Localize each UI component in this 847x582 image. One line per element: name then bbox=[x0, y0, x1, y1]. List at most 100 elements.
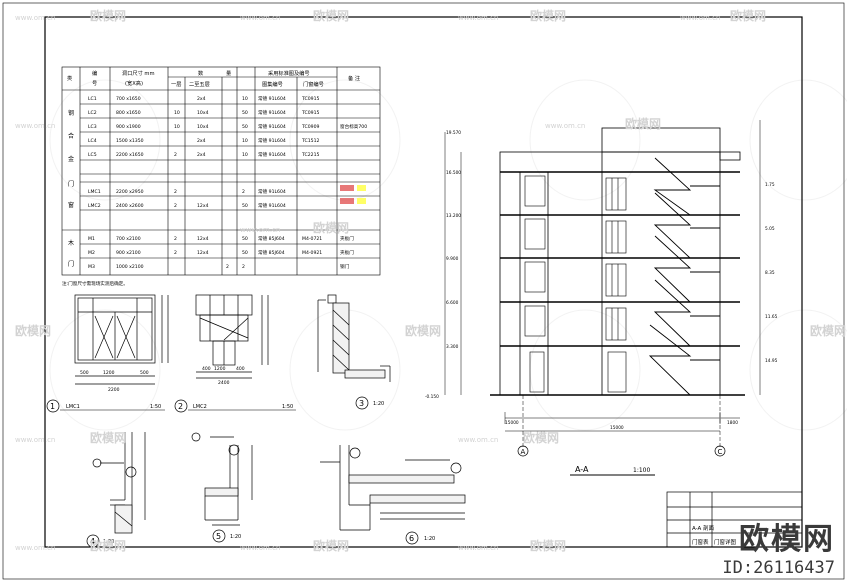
schedule-cell-std: M4-0921 bbox=[302, 250, 322, 256]
cat-window-3: 金 bbox=[68, 155, 74, 163]
d4-scale: 1:20 bbox=[103, 539, 114, 545]
schedule-cell-code: M2 bbox=[88, 250, 95, 256]
axis-a-label: A bbox=[521, 448, 526, 456]
d4-num: 4 bbox=[90, 537, 95, 546]
detail-5 bbox=[191, 432, 253, 526]
stair-level-4: 11.65 bbox=[765, 314, 778, 320]
schedule-cell-total: 50 bbox=[242, 203, 248, 209]
schedule-cell-f1: 2 bbox=[174, 236, 177, 242]
watermark-urls: www.om.cn www.om.cn www.om.cn www.om.cn … bbox=[15, 14, 720, 552]
cat-window-4: 门 bbox=[68, 180, 74, 188]
schedule-cell-code: LC1 bbox=[88, 96, 97, 102]
schedule-cell-size: 700 x2100 bbox=[116, 236, 141, 242]
watermark-url: www.om.cn bbox=[545, 122, 585, 130]
schedule-cell-atlas: 常德 91L604 bbox=[258, 137, 286, 144]
schedule-cell-code: LC4 bbox=[88, 138, 97, 144]
detail-4-label: 4 1:20 bbox=[86, 534, 114, 548]
watermark-url: www.om.cn bbox=[15, 544, 55, 552]
watermark-text: 欧模网 bbox=[530, 538, 566, 553]
schedule-cell-code: LMC1 bbox=[88, 189, 101, 195]
detail-3-label: 3 1:20 bbox=[355, 396, 384, 410]
schedule-cell-f23: 10x4 bbox=[197, 110, 209, 116]
schedule-cell-f1: 2 bbox=[174, 152, 177, 158]
watermark-brand: 欧模网 bbox=[739, 522, 835, 557]
inner-border bbox=[44, 16, 803, 548]
schedule-cell-code: M3 bbox=[88, 264, 95, 270]
detail-4 bbox=[92, 432, 146, 534]
watermark-text: 欧模网 bbox=[15, 323, 51, 338]
detail-1-label: 1 LMC1 1:50 bbox=[46, 399, 165, 413]
schedule-cell-std: TC1512 bbox=[301, 138, 320, 144]
title-block bbox=[666, 491, 803, 548]
d1-scale: 1:50 bbox=[150, 404, 161, 410]
schedule-cell-size: 2200 x1650 bbox=[116, 152, 144, 158]
watermark-url: www.om.cn bbox=[240, 14, 280, 22]
watermark-text: 欧模网 bbox=[313, 538, 349, 553]
watermark-text: 欧模网 bbox=[523, 430, 559, 445]
section-aa bbox=[444, 120, 761, 447]
hdr-size: 洞口尺寸 mm bbox=[122, 69, 155, 77]
tb-row1: A-A 剖面 bbox=[692, 524, 715, 532]
red-mark bbox=[340, 185, 354, 191]
schedule-cell-f1: 2 bbox=[174, 250, 177, 256]
cat-window-5: 窗 bbox=[68, 201, 74, 209]
schedule-cell-atlas: 常德 91L604 bbox=[258, 123, 286, 130]
schedule-cell-size: 700 x1650 bbox=[116, 96, 141, 102]
level-2: 6.600 bbox=[446, 300, 459, 306]
watermark-url: www.om.cn bbox=[15, 436, 55, 444]
hdr-count1: 数 bbox=[198, 69, 204, 77]
watermark-text: 欧模网 bbox=[530, 8, 566, 23]
hdr-code: 门窗编号 bbox=[303, 80, 324, 88]
schedule-cell-size: 1500 x1350 bbox=[116, 138, 144, 144]
watermark-url: www.om.cn bbox=[458, 544, 498, 552]
schedule-cell-code: LC2 bbox=[88, 110, 97, 116]
d3-scale: 1:20 bbox=[373, 401, 384, 407]
schedule-cell-atlas: 常德 91L604 bbox=[258, 202, 286, 209]
schedule-cell-size: 800 x1650 bbox=[116, 110, 141, 116]
d1-dim-3: 500 bbox=[140, 370, 149, 376]
schedule-cell-size: 1000 x2100 bbox=[116, 264, 144, 270]
d1-num: 1 bbox=[50, 402, 55, 411]
schedule-cell-total: 50 bbox=[242, 250, 248, 256]
level-6: 19.570 bbox=[446, 130, 461, 136]
schedule-cell-atlas: 常德 91L604 bbox=[258, 151, 286, 158]
schedule-cell-f1: 10 bbox=[174, 110, 180, 116]
level-4: 13.200 bbox=[446, 213, 461, 219]
d2-dim-total: 2400 bbox=[218, 380, 230, 386]
watermark-text: 欧模网 bbox=[90, 538, 126, 553]
schedule-cell-f23: 12x4 bbox=[197, 236, 209, 242]
schedule-cell-atlas: 常德 91L604 bbox=[258, 95, 286, 102]
schedule-cell-atlas: 常德 91L604 bbox=[258, 188, 286, 195]
d2-scale: 1:50 bbox=[282, 404, 293, 410]
detail-6 bbox=[320, 445, 466, 531]
schedule-cell-f23: 2x4 bbox=[197, 138, 206, 144]
schedule-cell-remark: 夹板门 bbox=[340, 235, 354, 242]
yellow-highlight bbox=[357, 198, 366, 204]
stair-level-5: 14.95 bbox=[765, 358, 778, 364]
schedule-table bbox=[61, 66, 381, 276]
schedule-cell-f1: 2 bbox=[174, 203, 177, 209]
hdr-number2: 号 bbox=[92, 80, 97, 87]
schedule-cell-size: 900 x1900 bbox=[116, 124, 141, 130]
watermark-url: www.om.cn bbox=[458, 436, 498, 444]
watermark-url: www.om.cn bbox=[240, 226, 280, 234]
schedule-cell-f1: 10 bbox=[174, 124, 180, 130]
detail-3 bbox=[317, 294, 391, 382]
hdr-remark: 备 注 bbox=[348, 74, 360, 82]
dim-bottom-1: 15000 bbox=[505, 420, 519, 426]
d6-scale: 1:20 bbox=[424, 536, 435, 542]
schedule-cell-size: 2400 x2600 bbox=[116, 203, 144, 209]
d1-dim-2: 1200 bbox=[103, 370, 115, 376]
d2-dim-2: 1200 bbox=[214, 366, 226, 372]
schedule-cell-std: TC2215 bbox=[301, 152, 320, 158]
watermark-texts: 欧模网 欧模网 欧模网 欧模网 欧模网 欧模网 欧模网 欧模网 欧模网 欧模网 … bbox=[15, 8, 846, 553]
schedule-cell-f23: 2x4 bbox=[197, 152, 206, 158]
schedule-cell-atlas: 常德 85J604 bbox=[258, 235, 285, 242]
schedule-cell-f23: 10x4 bbox=[197, 124, 209, 130]
detail-2-label: 2 LMC2 1:50 bbox=[174, 399, 296, 413]
schedule-cell-std: TC0909 bbox=[301, 124, 320, 130]
watermark-id: ID:26116437 bbox=[722, 558, 835, 578]
